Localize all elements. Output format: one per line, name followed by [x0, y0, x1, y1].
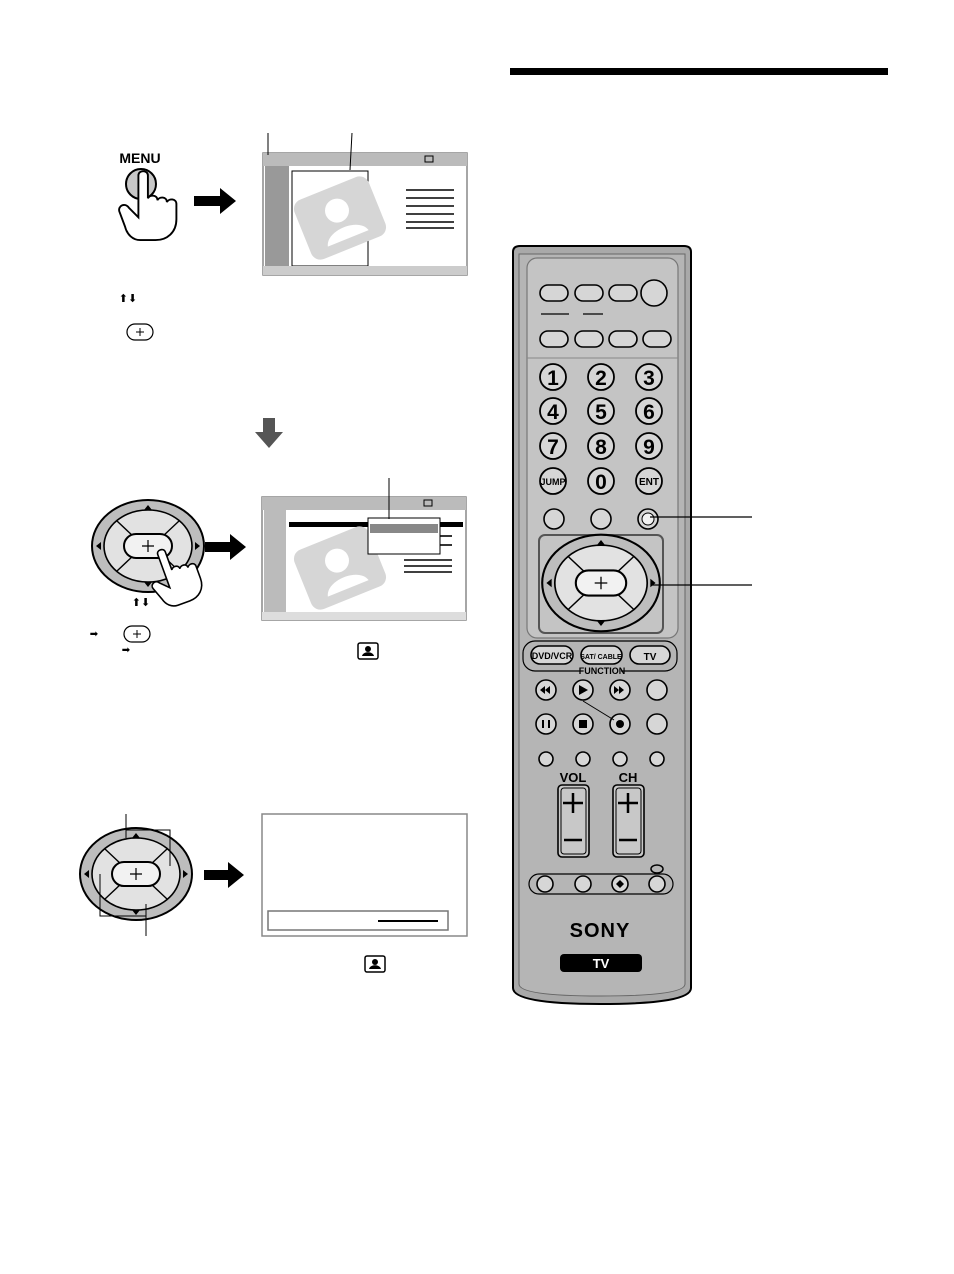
dvd-vcr-button: DVD/VCR	[532, 651, 573, 661]
callout-line	[125, 814, 171, 866]
ent-button: ENT	[639, 477, 659, 488]
number-button-8: 8	[595, 436, 607, 459]
callout-line	[349, 132, 353, 171]
ch-label: CH	[619, 770, 638, 785]
section-heading-rule	[510, 68, 888, 75]
tv-function-button: TV	[644, 652, 657, 663]
function-label: FUNCTION	[579, 666, 626, 676]
number-button-5: 5	[595, 401, 607, 424]
sat-cable-button: SAT/ CABLE	[580, 654, 622, 661]
number-button-4: 4	[547, 401, 559, 424]
tv-adjust-screen	[261, 813, 468, 937]
number-button-1: 1	[547, 367, 559, 390]
arrow-glyph: ➡	[90, 629, 99, 640]
number-button-2: 2	[595, 367, 607, 390]
vol-label: VOL	[560, 770, 587, 785]
arrow-glyph: ➡	[122, 645, 131, 656]
jump-button: JUMP	[540, 477, 565, 487]
up-down-arrows: ⬆⬇	[132, 597, 150, 609]
sony-logo: SONY	[570, 920, 631, 942]
remote-control: 1 2 3 4 5 6 7 8 9 0 JUMP ENT DVD/VCR SA	[512, 245, 692, 1006]
number-button-7: 7	[547, 436, 559, 459]
menu-button-label: MENU	[119, 150, 160, 166]
tv-menu-screen-1	[262, 152, 468, 276]
number-button-3: 3	[643, 367, 655, 390]
arrow-right-icon	[194, 188, 236, 214]
number-button-9: 9	[643, 436, 655, 459]
number-button-0: 0	[595, 471, 607, 494]
callout-line	[99, 874, 147, 936]
picture-menu-icon	[357, 642, 379, 660]
joystick-icon	[79, 827, 193, 921]
ok-button-icon	[123, 625, 151, 643]
arrow-right-icon	[205, 534, 246, 560]
tv-menu-screen-2	[261, 496, 467, 621]
arrow-down-icon	[255, 418, 283, 448]
arrow-right-icon	[204, 862, 244, 888]
tv-badge: TV	[593, 956, 610, 971]
number-button-6: 6	[643, 401, 655, 424]
picture-menu-icon	[364, 955, 386, 973]
up-down-arrows: ⬆⬇	[119, 293, 137, 305]
ok-button-icon	[126, 323, 154, 341]
